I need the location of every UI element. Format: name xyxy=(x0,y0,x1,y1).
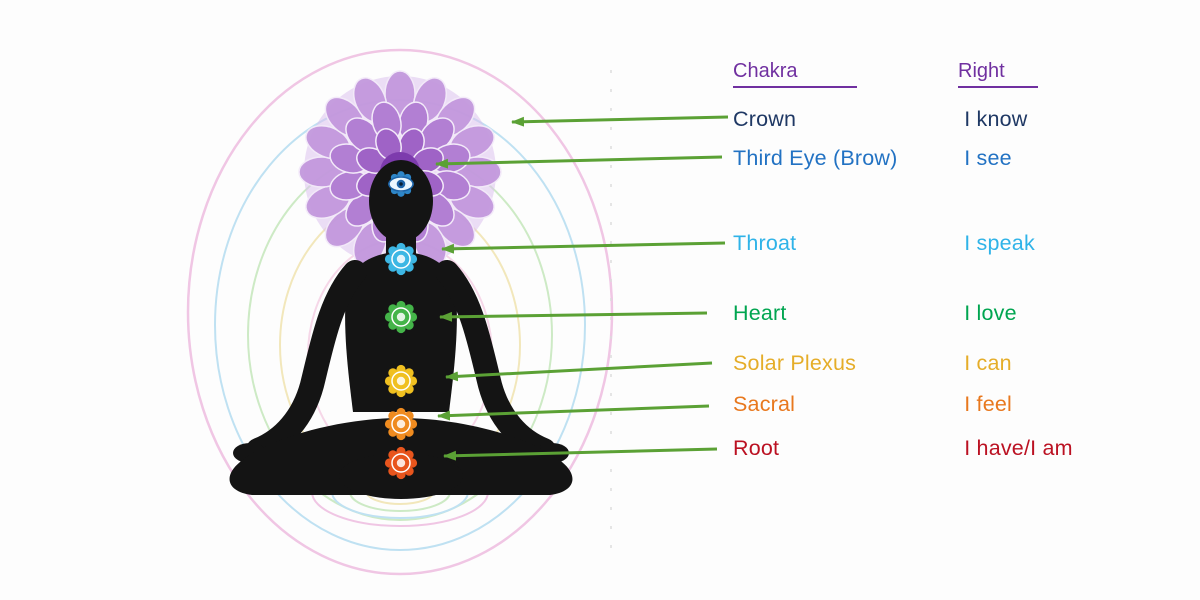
affirmation-label: I see xyxy=(964,146,1012,170)
arrow-third-eye xyxy=(435,155,723,169)
table-row-throat: Throat I speak xyxy=(733,231,1035,256)
arrow-sacral xyxy=(437,404,710,421)
chakra-label: Third Eye (Brow) xyxy=(733,146,898,170)
column-header-chakra-label: Chakra xyxy=(733,60,857,88)
affirmation-label: I love xyxy=(964,301,1017,325)
affirmation-label: I can xyxy=(964,351,1012,375)
table-row-crown: Crown I know xyxy=(733,107,1028,132)
table-row-heart: Heart I love xyxy=(733,301,1017,326)
table-row-third-eye: Third Eye (Brow) I see xyxy=(733,146,1012,171)
arrow-heart xyxy=(439,311,708,322)
root-chakra xyxy=(384,446,418,480)
table-row-sacral: Sacral I feel xyxy=(733,392,1012,417)
arrow-root xyxy=(443,447,718,461)
chakra-label: Solar Plexus xyxy=(733,351,857,375)
heart-chakra xyxy=(384,300,418,334)
chakra-label: Throat xyxy=(733,231,797,255)
affirmation-label: I speak xyxy=(964,231,1035,255)
third-eye-symbol xyxy=(387,170,415,198)
affirmation-label: I have/I am xyxy=(964,436,1073,460)
chakra-label: Heart xyxy=(733,301,787,325)
affirmation-label: I feel xyxy=(964,392,1012,416)
arrow-solar-plexus xyxy=(445,361,713,382)
throat-chakra xyxy=(384,242,418,276)
chakra-label: Root xyxy=(733,436,780,460)
table-row-root: Root I have/I am xyxy=(733,436,1073,461)
affirmation-label: I know xyxy=(964,107,1028,131)
column-header-chakra: Chakra xyxy=(733,60,857,88)
sacral-chakra xyxy=(384,407,418,441)
arrow-crown xyxy=(511,115,729,127)
pointer-arrows xyxy=(435,115,729,461)
chakra-label: Crown xyxy=(733,107,797,131)
column-header-right-label: Right xyxy=(958,60,1038,88)
chakra-label: Sacral xyxy=(733,392,796,416)
solar-plexus-chakra xyxy=(384,364,418,398)
column-header-right: Right xyxy=(958,60,1038,88)
arrow-throat xyxy=(441,241,726,254)
table-row-solar-plexus: Solar Plexus I can xyxy=(733,351,1012,376)
